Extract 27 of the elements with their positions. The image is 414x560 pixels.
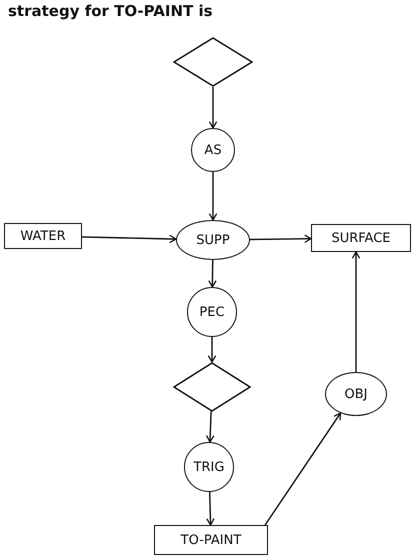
arrow bbox=[208, 172, 218, 221]
decision-diamond bbox=[173, 37, 253, 87]
node-label: SURFACE bbox=[331, 230, 391, 246]
process-box bbox=[311, 224, 411, 252]
node-label: AS bbox=[204, 142, 222, 158]
ellipse-node bbox=[187, 287, 237, 337]
ellipse-node bbox=[191, 128, 235, 172]
arrow bbox=[208, 337, 216, 363]
node-label: PEC bbox=[199, 304, 225, 320]
node-label: TRIG bbox=[194, 460, 224, 474]
arrow bbox=[208, 260, 217, 288]
arrow bbox=[264, 412, 342, 526]
node-label: SUPP bbox=[196, 232, 230, 248]
arrow bbox=[208, 87, 218, 129]
process-box bbox=[154, 525, 268, 555]
arrow bbox=[206, 492, 215, 526]
arrow bbox=[352, 251, 360, 372]
title: strategy for TO-PAINT is bbox=[8, 2, 213, 20]
node-label: WATER bbox=[20, 228, 66, 244]
node-label: TO-PAINT bbox=[180, 532, 242, 548]
process-box bbox=[4, 223, 82, 249]
node-label: OBJ bbox=[344, 386, 368, 402]
arrow bbox=[82, 234, 177, 244]
ellipse-node bbox=[184, 442, 234, 492]
decision-diamond bbox=[173, 362, 251, 412]
arrow bbox=[250, 234, 312, 243]
arrow bbox=[206, 411, 214, 443]
